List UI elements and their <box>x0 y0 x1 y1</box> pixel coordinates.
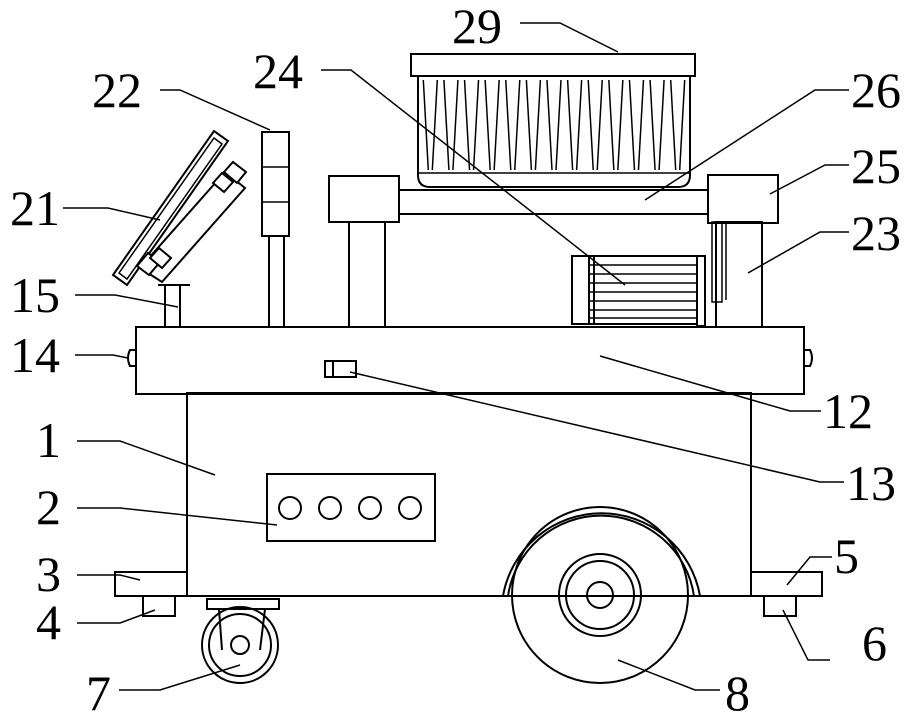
side-knobs <box>128 350 812 366</box>
label-12: 12 <box>823 383 873 439</box>
label-21: 21 <box>10 180 60 236</box>
label-6: 6 <box>862 615 887 671</box>
caster-wheel <box>202 599 279 683</box>
label-25: 25 <box>851 138 901 194</box>
label-22: 22 <box>92 62 142 118</box>
basket-slat <box>444 80 458 170</box>
basket-slat <box>423 80 437 170</box>
basket-slat <box>609 80 623 170</box>
label-5: 5 <box>834 528 859 584</box>
frame <box>329 175 778 327</box>
basket-slat <box>671 80 685 170</box>
basket-slat <box>526 80 540 170</box>
label-7: 7 <box>86 665 111 721</box>
switch <box>325 361 356 377</box>
basket-slat <box>547 80 561 170</box>
tilted-panel <box>113 131 246 285</box>
basket-slat <box>650 80 664 170</box>
indicator-post <box>262 132 289 327</box>
top-tray <box>136 327 804 394</box>
basket <box>411 54 695 187</box>
label-15: 15 <box>10 267 60 323</box>
label-29: 29 <box>452 0 502 54</box>
label-1: 1 <box>36 412 61 468</box>
basket-slat <box>568 80 582 170</box>
basket-slat <box>506 80 520 170</box>
control-panel <box>267 474 435 541</box>
right-side-plate <box>751 572 822 596</box>
basket-slats <box>423 80 684 170</box>
label-23: 23 <box>851 205 901 261</box>
main-body <box>187 393 751 596</box>
basket-slat <box>588 80 602 170</box>
right-pad <box>764 596 796 616</box>
label-26: 26 <box>851 62 901 118</box>
motor <box>572 256 705 326</box>
label-8: 8 <box>725 665 750 721</box>
label-4: 4 <box>36 594 61 650</box>
label-24: 24 <box>253 43 303 99</box>
label-13: 13 <box>846 455 896 511</box>
basket-slat <box>465 80 479 170</box>
basket-slat <box>629 80 643 170</box>
label-14: 14 <box>10 327 60 383</box>
basket-slat <box>485 80 499 170</box>
left-side-plate <box>115 572 187 596</box>
label-2: 2 <box>36 479 61 535</box>
